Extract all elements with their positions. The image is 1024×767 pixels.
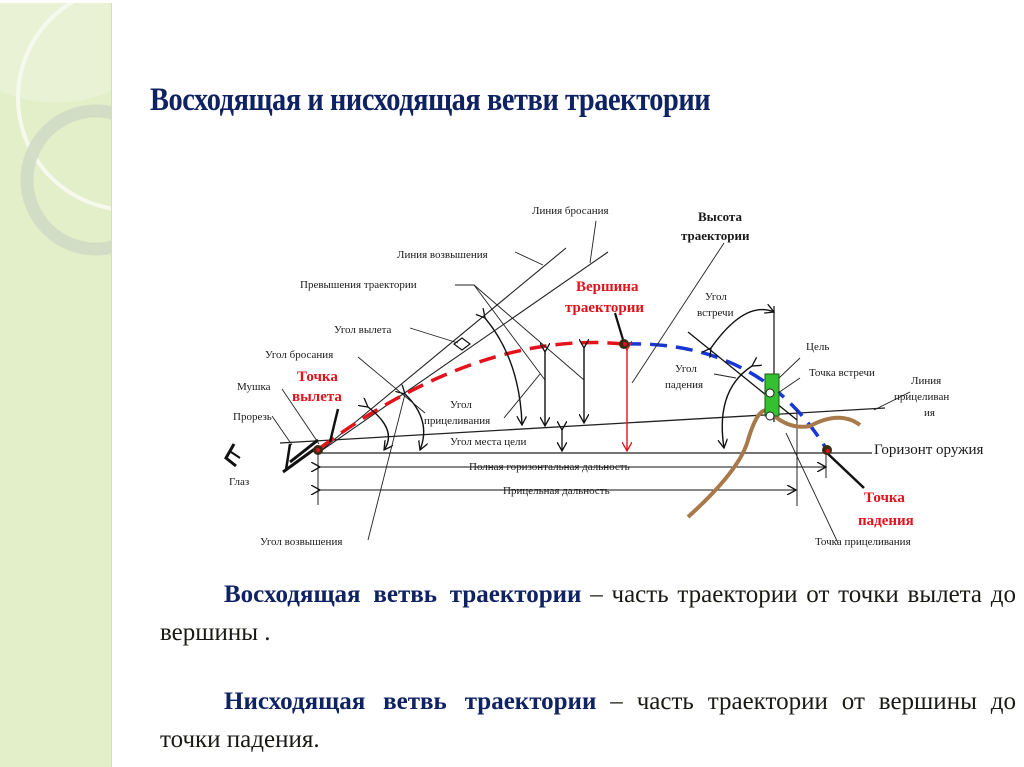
label-departure-point-2: вылета [292,389,342,405]
weapon-icon [282,408,340,474]
label-eye: Глаз [229,476,249,488]
label-angle-of-fall-1: Угол [675,363,697,375]
label-trajectory-excess: Превышения траектории [300,279,417,291]
leader-lines [271,220,911,544]
definition-descending: Нисходящая ветвь траектории – часть трае… [160,683,1016,759]
angle-of-throw-arc [368,407,388,450]
label-meeting-point: Точка встречи [809,367,875,379]
definition-text: часть траектории от вершины до точки пад… [160,688,1017,753]
impact-pointer [825,451,865,489]
label-trajectory-height-1: Высота [698,209,742,224]
label-angle-of-meeting-1: Угол [705,291,727,303]
label-angle-of-meeting-2: встречи [697,307,734,319]
definition-dash: – [590,581,603,608]
definition-dash: – [610,688,623,715]
label-angle-of-departure: Угол вылета [334,324,392,336]
label-full-horizontal-range: Полная горизонтальная дальность [469,461,630,473]
aiming-angle-arc [485,318,522,425]
label-target: Цель [806,341,829,353]
label-weapon-horizon: Горизонт оружия [874,442,984,458]
departure-point-dot [316,448,320,452]
label-line-of-elevation: Линия возвышения [397,249,488,261]
impact-point-dot [826,449,830,453]
definition-term: Восходящая ветвь траектории [224,581,582,608]
angle-of-departure-diamond [453,337,471,351]
label-departure-point-1: Точка [297,369,338,385]
aiming-point-marker [765,411,775,421]
angle-of-elevation-arc [405,394,424,450]
label-front-sight: Мушка [237,381,271,393]
summit-pointer [613,312,626,344]
decorative-side-panel [0,3,112,767]
label-aiming-point: Точка прицеливания [815,536,911,548]
page-title: Восходящая и нисходящая ветви траектории [150,82,711,118]
angle-of-meeting-arc [711,310,774,348]
label-line-of-sight-3: ия [924,407,935,419]
summit-dot [623,342,627,346]
label-target-site-angle: Угол места цели [450,436,526,448]
eye-icon [224,443,241,468]
label-rear-sight: Прорезь [233,411,272,423]
label-impact-point-2: падения [858,513,914,529]
label-summit-1: Вершина [576,279,639,295]
terrain-curve [686,408,862,519]
label-aiming-angle-2: прицеливания [424,415,490,427]
angle-of-fall-arc [722,366,752,448]
label-angle-of-elevation: Угол возвышения [260,536,342,548]
label-trajectory-height-2: траектории [681,228,750,243]
definition-ascending: Восходящая ветвь траектории – часть трае… [160,576,1016,652]
label-line-of-throw: Линия бросания [532,205,609,217]
label-aiming-angle-1: Угол [450,399,472,411]
meeting-point-marker [765,388,775,398]
label-angle-of-throw: Угол бросания [265,349,333,361]
label-impact-point-1: Точка [864,490,905,506]
label-angle-of-fall-2: падения [665,379,703,391]
label-summit-2: траектории [565,300,644,316]
label-line-of-sight-1: Линия [911,375,941,387]
label-line-of-sight-2: прицеливан [894,391,949,403]
decorative-circles [0,3,111,256]
label-aimed-range: Прицельная дальность [503,485,610,497]
definition-text: часть траектории от точки вылета до верш… [160,581,1017,646]
definition-term: Нисходящая ветвь траектории [224,688,597,715]
